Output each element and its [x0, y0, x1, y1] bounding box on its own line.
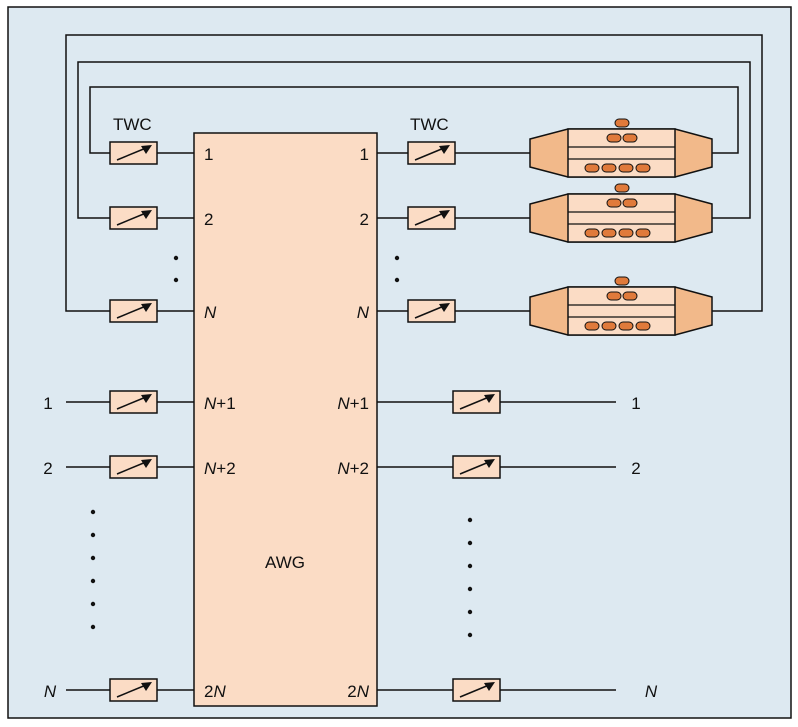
input-label-1: 1 [43, 394, 52, 413]
tunable-wavelength-converter-icon [407, 299, 456, 323]
awg-right-port-n-plus-1: N+1 [337, 394, 369, 413]
buffers-layer [529, 118, 713, 336]
diagram-panel [7, 6, 792, 719]
awg-left-port-1: 1 [204, 145, 213, 164]
tunable-wavelength-converter-icon [109, 299, 158, 323]
feedback-loops [65, 34, 763, 312]
fiber-delay-line-buffer-icon [529, 183, 713, 243]
fiber-delay-line-buffer-icon [529, 276, 713, 336]
fiber-delay-line-buffer-icon [529, 118, 713, 178]
awg-right-port-1: 1 [360, 145, 369, 164]
tunable-wavelength-converter-icon [109, 455, 158, 479]
awg-left-port-2n: 2N [204, 682, 226, 701]
awg-right-port-2: 2 [360, 210, 369, 229]
tunable-wavelength-converter-icon [452, 455, 501, 479]
output-label-2: 2 [631, 459, 640, 478]
tunable-wavelength-converter-icon [109, 206, 158, 230]
output-label-1: 1 [631, 394, 640, 413]
twc-label-left: TWC [113, 115, 152, 134]
twc-label-right: TWC [410, 115, 449, 134]
output-label-n: N [645, 682, 658, 701]
tunable-wavelength-converter-icon [452, 678, 501, 702]
connection-lines [66, 152, 616, 691]
input-label-n: N [44, 682, 57, 701]
tunable-wavelength-converter-icon [109, 141, 158, 165]
tunable-wavelength-converter-icon [407, 206, 456, 230]
awg-left-port-n-plus-1: N+1 [204, 394, 236, 413]
awg-left-port-n: N [204, 303, 217, 322]
awg-block [193, 132, 378, 707]
feedback-loop-1 [89, 86, 739, 154]
tunable-wavelength-converter-icon [109, 678, 158, 702]
tunable-wavelength-converter-icon [452, 390, 501, 414]
awg-left-port-n-plus-2: N+2 [204, 459, 236, 478]
input-label-2: 2 [43, 459, 52, 478]
awg-left-port-2: 2 [204, 210, 213, 229]
feedback-loop-2 [77, 61, 751, 219]
feedback-loop-n [65, 34, 763, 312]
converters-layer [109, 141, 501, 702]
tunable-wavelength-converter-icon [407, 141, 456, 165]
awg-right-port-n-plus-2: N+2 [337, 459, 369, 478]
tunable-wavelength-converter-icon [109, 390, 158, 414]
awg-label: AWG [265, 553, 305, 572]
awg-right-port-n: N [357, 303, 370, 322]
ellipsis-dots [90, 255, 473, 638]
awg-right-port-2n: 2N [347, 682, 369, 701]
